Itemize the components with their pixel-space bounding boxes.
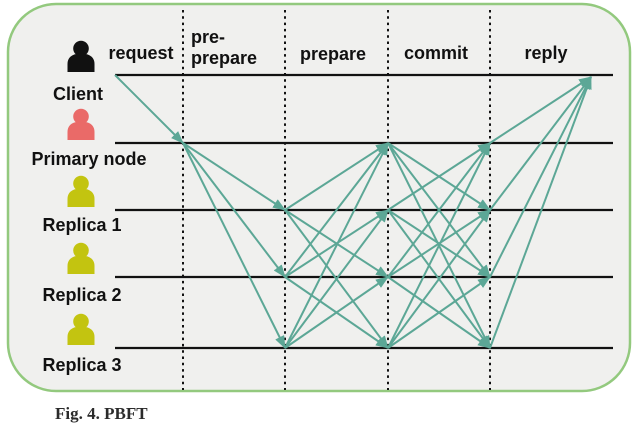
message-arrow-prepare	[284, 142, 389, 278]
message-arrow-pre_prepare	[182, 142, 286, 211]
message-arrow-prepare	[284, 142, 389, 349]
figure-border	[6, 2, 632, 393]
message-arrow-reply	[489, 76, 592, 349]
message-arrow-commit	[387, 209, 491, 349]
pbft-diagram: request pre- prepare prepare commit repl…	[6, 2, 632, 393]
phase-label-prepare: prepare	[300, 44, 366, 64]
message-arrow-pre_prepare	[182, 142, 286, 349]
actor-label-client: Client	[53, 84, 103, 104]
message-arrow-prepare	[284, 276, 389, 349]
figure-caption: Fig. 4. PBFT	[55, 404, 148, 423]
message-arrow-reply	[489, 76, 592, 211]
message-arrow-prepare	[284, 142, 389, 211]
message-arrow-prepare	[284, 209, 389, 349]
phase-label-preprepare-line2: prepare	[191, 48, 257, 68]
message-arrows	[114, 74, 592, 349]
message-arrow-commit	[387, 142, 491, 349]
phase-label-request: request	[108, 43, 173, 63]
phase-label-preprepare-line1: pre-	[191, 27, 225, 47]
message-arrow-reply	[489, 76, 592, 278]
message-arrow-request	[114, 74, 184, 144]
actor-label-primary: Primary node	[31, 149, 146, 169]
timelines	[115, 73, 613, 350]
message-arrow-reply	[489, 76, 592, 144]
message-arrow-pre_prepare	[182, 142, 286, 278]
phase-label-commit: commit	[404, 43, 468, 63]
message-arrow-commit	[387, 142, 491, 211]
pbft-figure: request pre- prepare prepare commit repl…	[6, 2, 632, 423]
actor-label-replica1: Replica 1	[42, 215, 121, 235]
actor-label-replica3: Replica 3	[42, 355, 121, 375]
message-arrow-commit	[387, 142, 491, 278]
actor-label-replica2: Replica 2	[42, 285, 121, 305]
phase-label-reply: reply	[524, 43, 567, 63]
message-arrow-commit	[387, 276, 491, 349]
